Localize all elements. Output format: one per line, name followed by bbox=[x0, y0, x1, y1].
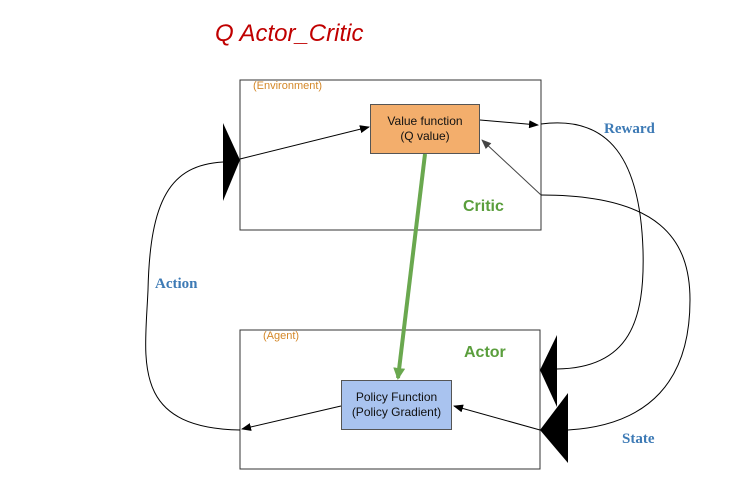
diagram-title: Q Actor_Critic bbox=[215, 20, 364, 47]
value-function-node: Value function (Q value) bbox=[370, 104, 480, 154]
environment-tag: (Environment) bbox=[253, 80, 323, 92]
action-to-value-arrow bbox=[239, 125, 370, 160]
policy-function-node: Policy Function (Policy Gradient) bbox=[341, 380, 452, 430]
value-to-reward-arrow bbox=[479, 119, 539, 129]
agent-box bbox=[239, 329, 541, 470]
action-input-port bbox=[223, 123, 240, 201]
state-label: State bbox=[622, 431, 655, 447]
environment-box bbox=[239, 79, 542, 231]
critic-to-actor-gradient-arrow bbox=[393, 153, 427, 380]
state-loop-curve bbox=[540, 194, 691, 431]
policy-to-action-arrow bbox=[241, 405, 342, 431]
value-function-title: Value function bbox=[387, 114, 463, 128]
action-label: Action bbox=[155, 276, 198, 292]
policy-function-title: Policy Function bbox=[355, 390, 438, 404]
policy-function-subtitle: (Policy Gradient) bbox=[351, 405, 442, 419]
state-to-value-arrow bbox=[481, 139, 542, 196]
reward-input-port bbox=[540, 335, 557, 407]
reward-loop-curve bbox=[540, 122, 644, 370]
critic-label: Critic bbox=[463, 198, 504, 215]
value-function-subtitle: (Q value) bbox=[400, 129, 450, 143]
state-to-policy-arrow bbox=[453, 404, 541, 431]
actor-label: Actor bbox=[464, 344, 506, 361]
reward-label: Reward bbox=[604, 121, 655, 137]
agent-tag: (Agent) bbox=[263, 330, 300, 342]
action-loop-curve bbox=[145, 161, 241, 431]
state-input-port bbox=[540, 393, 568, 463]
